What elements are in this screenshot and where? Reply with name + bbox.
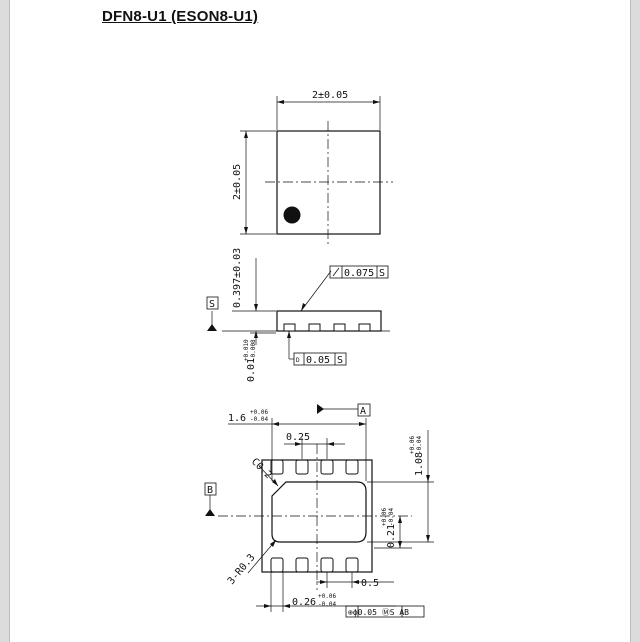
- lead-width-nom: 0.26: [292, 597, 316, 608]
- side-height-dim: 0.397±0.03: [232, 248, 243, 308]
- document-page: [9, 0, 631, 642]
- flatness-value: 0.075: [344, 268, 374, 279]
- coplanarity-ref: S: [337, 355, 343, 366]
- lead: [270, 459, 284, 475]
- top-width-dim: 2±0.05: [312, 90, 348, 101]
- lead-width-tol-plus: +0.06: [318, 593, 336, 600]
- datum-a-label: A: [360, 406, 366, 417]
- standoff-nom: 0.01: [246, 358, 257, 382]
- lead-offset-nom: 0.21: [386, 524, 397, 548]
- bottom-view: [204, 403, 434, 618]
- lead-pitch-dim: 0.5: [361, 578, 379, 589]
- lead: [320, 557, 334, 573]
- radius-label: 3-R0.3: [226, 552, 258, 587]
- lead-offset-tol-minus: -0.04: [388, 508, 395, 526]
- lead-width-tol-minus: -0.04: [318, 601, 336, 608]
- position-tolerance: ⊕ϕ0.05 ⓂS AB: [348, 608, 409, 617]
- lead: [295, 459, 309, 475]
- datum-s-label: S: [209, 299, 215, 310]
- coplanarity-value: 0.05: [306, 355, 330, 366]
- package-title: DFN8-U1 (ESON8-U1): [102, 8, 259, 25]
- pad-height-tol-plus: +0.06: [409, 436, 416, 454]
- pin1-marker: [283, 206, 301, 224]
- standoff-tol-plus: +0.010: [243, 339, 250, 361]
- pad-width-tol-minus: -0.04: [250, 416, 268, 423]
- datum-b-label: B: [207, 485, 213, 496]
- pitch-dim: 0.25: [286, 432, 310, 443]
- pad-width-nom: 1.6: [228, 413, 246, 424]
- top-height-dim: 2±0.05: [232, 164, 243, 200]
- pad-height-nom: 1.08: [414, 452, 425, 476]
- lead: [270, 557, 284, 573]
- standoff-tol-minus: -0.008: [250, 339, 257, 361]
- pad-height-tol-minus: -0.04: [416, 436, 423, 454]
- coplanarity-symbol: D: [296, 357, 300, 364]
- lead: [345, 557, 359, 573]
- lead: [295, 557, 309, 573]
- exposed-pad: [271, 481, 367, 543]
- top-view-body: [276, 130, 381, 235]
- lead: [320, 459, 334, 475]
- side-view: [206, 258, 390, 366]
- flatness-ref: S: [379, 268, 385, 279]
- pad-width-tol-plus: +0.06: [250, 409, 268, 416]
- lead-offset-tol-plus: +0.06: [381, 508, 388, 526]
- top-view: [240, 96, 393, 246]
- lead: [345, 459, 359, 475]
